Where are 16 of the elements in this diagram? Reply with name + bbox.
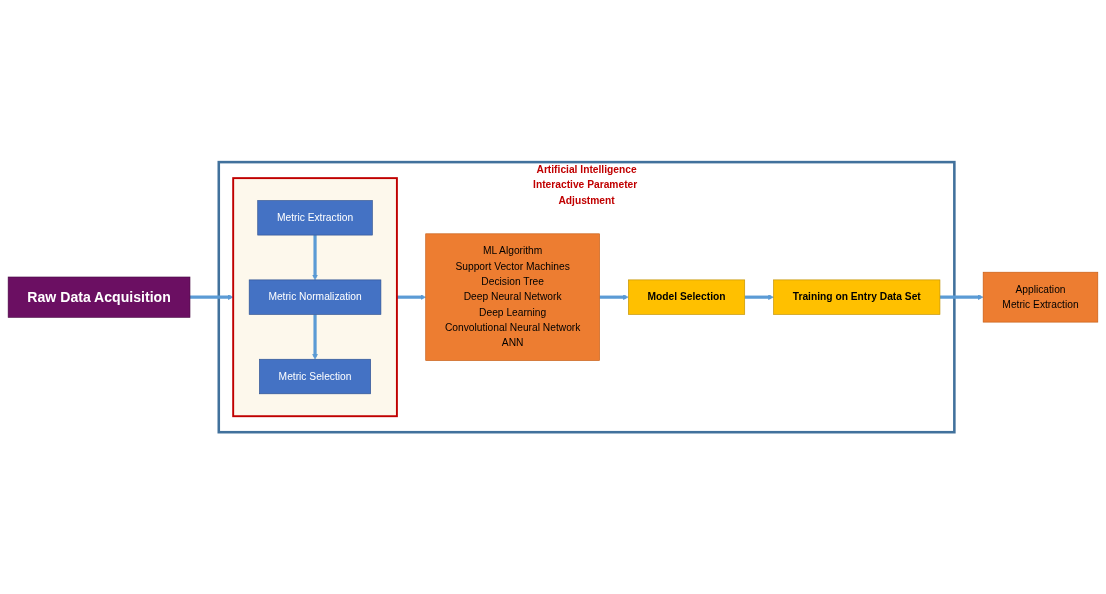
node-box: Application Metric Extraction — [982, 271, 1099, 323]
arrow — [599, 294, 629, 300]
node-box: Metric Normalization — [248, 279, 382, 315]
arrow — [939, 294, 984, 300]
node-box: Metric Extraction — [257, 200, 373, 236]
node-box: Training on Entry Data Set — [773, 279, 941, 315]
node-box: Model Selection — [628, 279, 746, 315]
node-box: ML Algorithm Support Vector Machines Decision Tree Deep Neural Network Deep Learning Convolutional Neural Network ANN — [425, 233, 600, 361]
node-box: Metric Selection — [259, 358, 371, 394]
arrow — [312, 234, 318, 280]
arrow — [744, 294, 774, 300]
arrow — [190, 294, 234, 300]
cluster — [232, 177, 398, 417]
node-box: Raw Data Acquisition — [7, 276, 191, 318]
arrow — [396, 294, 426, 300]
arrow — [312, 314, 318, 360]
